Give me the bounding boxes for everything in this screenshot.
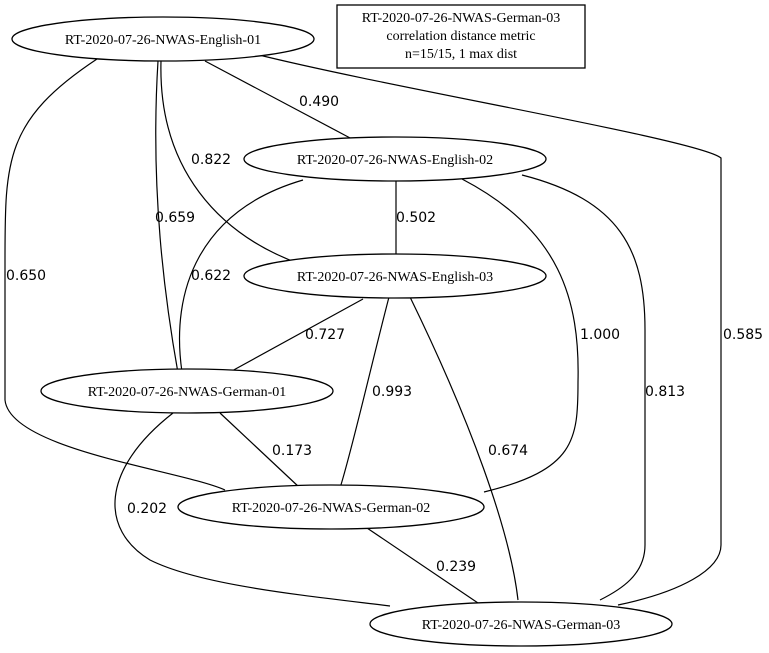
edge-label-en03-de02: 0.993 [372,384,412,400]
edge-label-en02-de03: 0.813 [645,384,685,400]
edge-label-de01-de03: 0.202 [127,501,167,517]
edge-labels: 0.490 0.822 0.659 0.650 0.585 0.502 0.62… [6,94,763,575]
node-label-en01: RT-2020-07-26-NWAS-English-01 [65,33,261,48]
edge-label-en02-en03: 0.502 [396,210,436,226]
edge-en02-de01 [178,179,304,373]
edge-en01-de01 [155,60,179,374]
edge-de01-de02 [219,412,301,489]
info-box-count: n=15/15, 1 max dist [405,47,517,62]
edge-en01-en02 [204,60,353,140]
node-label-en02: RT-2020-07-26-NWAS-English-02 [297,153,493,168]
edge-label-en01-de01: 0.659 [155,210,195,226]
edge-label-en02-de02: 1.000 [580,327,620,343]
edge-de02-de03 [366,527,479,604]
node-label-de03: RT-2020-07-26-NWAS-German-03 [422,618,621,633]
edge-label-en01-en03: 0.822 [191,152,231,168]
edge-en02-de03 [521,174,646,601]
node-en01: RT-2020-07-26-NWAS-English-01 [11,16,315,62]
node-de01: RT-2020-07-26-NWAS-German-01 [40,368,334,414]
node-label-de01: RT-2020-07-26-NWAS-German-01 [88,385,287,400]
edge-en02-de02 [461,178,579,493]
edge-en03-de01 [229,298,364,373]
node-en02: RT-2020-07-26-NWAS-English-02 [243,136,547,182]
edge-label-en03-de01: 0.727 [305,327,345,343]
edge-label-de01-de02: 0.173 [272,443,312,459]
info-box: RT-2020-07-26-NWAS-German-03 correlation… [336,4,586,69]
edge-en01-de02 [4,58,226,491]
edge-label-en01-en02: 0.490 [299,94,339,110]
edge-label-en01-de03: 0.585 [723,327,763,343]
node-label-en03: RT-2020-07-26-NWAS-English-03 [297,270,493,285]
node-label-de02: RT-2020-07-26-NWAS-German-02 [232,501,431,516]
edge-label-en01-de02: 0.650 [6,268,46,284]
edges [4,53,722,607]
edge-en01-de03 [254,53,722,606]
edge-label-de02-de03: 0.239 [436,559,476,575]
edge-label-en03-de03: 0.674 [488,443,528,459]
edge-label-en02-de01: 0.622 [191,268,231,284]
info-box-metric: correlation distance metric [386,29,535,44]
edge-de01-de03 [114,412,391,607]
node-en03: RT-2020-07-26-NWAS-English-03 [243,253,547,299]
edge-en01-en03 [160,60,301,265]
info-box-title: RT-2020-07-26-NWAS-German-03 [362,11,561,26]
node-de02: RT-2020-07-26-NWAS-German-02 [177,484,485,530]
edge-en03-de03 [409,296,519,601]
node-de03: RT-2020-07-26-NWAS-German-03 [369,601,673,647]
edge-en03-de02 [339,296,390,489]
